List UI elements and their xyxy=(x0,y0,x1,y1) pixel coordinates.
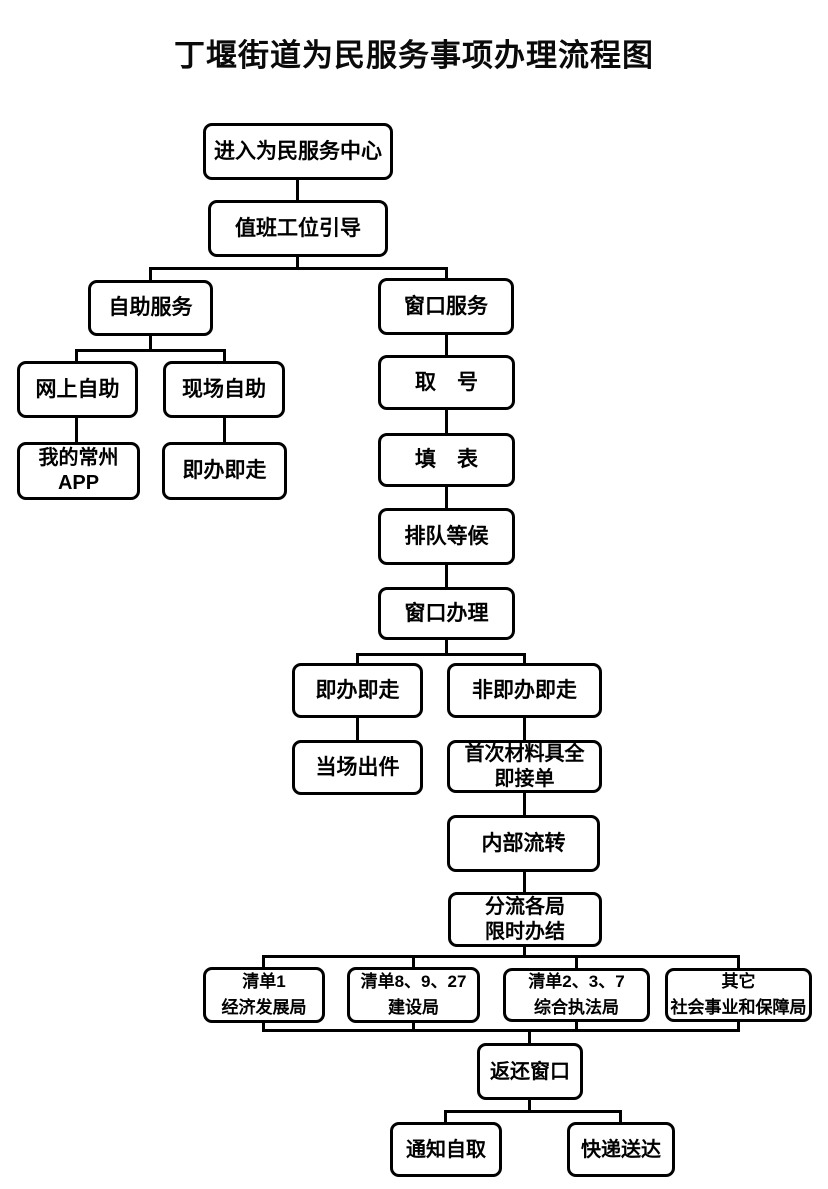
node-label: 窗口办理 xyxy=(404,601,489,625)
connector-line xyxy=(528,1029,531,1043)
node-non-instant: 非即办即走 xyxy=(447,663,602,718)
connector-line xyxy=(75,418,78,442)
node-label-line1: 清单1 xyxy=(242,971,286,991)
node-enter-service-center: 进入为民服务中心 xyxy=(203,123,393,180)
node-onsite-issue: 当场出件 xyxy=(292,740,423,795)
flowchart-title: 丁堰街道为民服务事项办理流程图 xyxy=(174,38,654,73)
connector-line xyxy=(223,349,226,361)
node-label-line2: 社会事业和保障局 xyxy=(670,998,807,1017)
connector-line xyxy=(223,418,226,442)
connector-line xyxy=(149,267,152,280)
connector-line xyxy=(523,947,526,955)
node-first-material-accept: 首次材料具全 即接单 xyxy=(447,740,602,793)
node-notify-pickup: 通知自取 xyxy=(390,1122,502,1177)
connector-line xyxy=(445,410,448,433)
node-label-line2: APP xyxy=(57,472,100,494)
node-return-window: 返还窗口 xyxy=(477,1043,583,1100)
connector-line xyxy=(445,335,448,355)
node-label: 现场自助 xyxy=(182,377,266,401)
connector-line xyxy=(575,955,578,968)
node-take-number: 取 号 xyxy=(378,355,515,410)
connector-line xyxy=(523,793,526,815)
connector-line xyxy=(528,1100,531,1110)
connector-line xyxy=(523,653,526,663)
node-online-self-service: 网上自助 xyxy=(17,361,138,418)
node-label: 快递送达 xyxy=(581,1138,661,1161)
node-label-line1: 分流各局 xyxy=(485,895,565,918)
connector-line xyxy=(445,267,448,278)
node-label-line2: 综合执法局 xyxy=(534,998,619,1017)
connector-line xyxy=(262,1029,740,1032)
node-label: 自助服务 xyxy=(108,296,193,320)
node-dispatch-bureaus: 分流各局 限时办结 xyxy=(448,892,602,947)
connector-line xyxy=(75,349,226,352)
node-label-line1: 我的常州 xyxy=(38,447,119,469)
node-duty-station-guide: 值班工位引导 xyxy=(208,200,388,257)
node-label-line1: 首次材料具全 xyxy=(464,742,585,765)
node-label: 填 表 xyxy=(415,448,478,472)
node-internal-flow: 内部流转 xyxy=(447,815,600,872)
node-self-service: 自助服务 xyxy=(88,280,213,336)
node-list1-economic-bureau: 清单1 经济发展局 xyxy=(203,967,325,1023)
connector-line xyxy=(262,955,740,958)
node-onsite-self-service: 现场自助 xyxy=(163,361,285,418)
node-list2-enforcement-bureau: 清单2、3、7 综合执法局 xyxy=(503,968,650,1022)
node-my-changzhou-app: 我的常州 APP xyxy=(17,442,140,500)
node-label: 内部流转 xyxy=(481,831,566,855)
node-other-social-security-bureau: 其它 社会事业和保障局 xyxy=(665,968,812,1022)
node-instant-walk: 即办即走 xyxy=(292,663,423,718)
connector-line xyxy=(149,336,152,349)
node-fill-form: 填 表 xyxy=(378,433,515,487)
connector-line xyxy=(619,1110,622,1122)
node-window-handle: 窗口办理 xyxy=(378,587,515,640)
connector-line xyxy=(445,487,448,508)
node-express-delivery: 快递送达 xyxy=(567,1122,675,1177)
node-list8-construction-bureau: 清单8、9、27 建设局 xyxy=(347,967,480,1023)
connector-line xyxy=(356,653,526,656)
node-label: 排队等候 xyxy=(404,524,489,548)
connector-line xyxy=(523,872,526,892)
node-label-line1: 清单8、9、27 xyxy=(360,971,467,991)
node-queue-wait: 排队等候 xyxy=(378,508,515,565)
connector-line xyxy=(523,718,526,740)
node-label: 返还窗口 xyxy=(490,1060,570,1083)
node-label: 网上自助 xyxy=(35,377,120,401)
connector-line xyxy=(149,267,448,270)
node-label-line2: 即接单 xyxy=(494,767,555,790)
connector-line xyxy=(445,640,448,653)
connector-line xyxy=(445,565,448,587)
node-label: 取 号 xyxy=(415,370,478,394)
connector-line xyxy=(575,1022,578,1032)
node-label-line1: 清单2、3、7 xyxy=(528,971,625,991)
node-label-line1: 其它 xyxy=(721,971,756,991)
connector-line xyxy=(262,955,265,967)
node-label-line2: 经济发展局 xyxy=(221,998,307,1017)
connector-line xyxy=(356,718,359,740)
node-label-line2: 建设局 xyxy=(388,998,439,1017)
node-label: 窗口服务 xyxy=(404,294,488,318)
node-label: 当场出件 xyxy=(315,755,400,779)
node-label: 通知自取 xyxy=(406,1138,486,1161)
node-label: 即办即走 xyxy=(182,459,267,483)
connector-line xyxy=(444,1110,622,1113)
connector-line xyxy=(356,653,359,663)
node-instant-walk-self: 即办即走 xyxy=(162,442,287,500)
connector-line xyxy=(296,257,299,267)
node-label-line2: 限时办结 xyxy=(485,920,565,943)
node-window-service: 窗口服务 xyxy=(378,278,514,335)
connector-line xyxy=(75,349,78,361)
connector-line xyxy=(444,1110,447,1122)
node-label: 值班工位引导 xyxy=(235,216,361,240)
node-label: 即办即走 xyxy=(315,678,400,702)
connector-line xyxy=(412,1023,415,1032)
connector-line xyxy=(737,955,740,968)
connector-line xyxy=(737,1022,740,1032)
connector-line xyxy=(412,955,415,967)
connector-line xyxy=(296,180,299,200)
connector-line xyxy=(262,1023,265,1032)
node-label: 进入为民服务中心 xyxy=(214,139,382,163)
node-label: 非即办即走 xyxy=(472,678,577,702)
